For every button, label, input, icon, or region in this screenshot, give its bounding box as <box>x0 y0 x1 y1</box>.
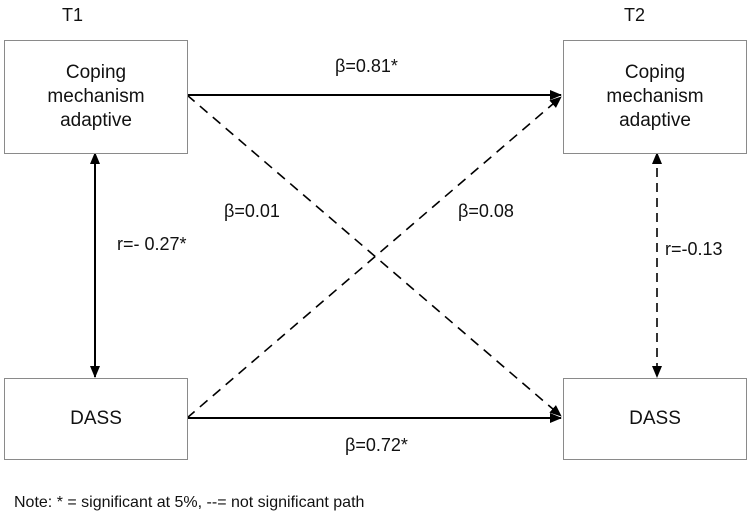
box-t2-dass: DASS <box>563 378 747 460</box>
time-label-t1: T1 <box>62 5 84 25</box>
box-t2-coping: Coping mechanism adaptive <box>563 40 747 154</box>
footnote: Note: * = significant at 5%, --= not sig… <box>14 494 365 511</box>
time-label-t2: T2 <box>624 5 646 25</box>
path-dass-to-coping <box>186 96 562 419</box>
label-t1-correlation: r=- 0.27* <box>117 234 187 254</box>
box-t2-coping-label: Coping mechanism adaptive <box>606 62 704 131</box>
path-coping-to-dass <box>186 94 562 417</box>
box-t1-coping: Coping mechanism adaptive <box>4 40 188 154</box>
box-t2-dass-label: DASS <box>629 408 681 430</box>
label-coping-to-dass: β=0.01 <box>224 201 280 221</box>
label-dass-to-coping: β=0.08 <box>458 201 514 221</box>
box-t1-dass: DASS <box>4 378 188 460</box>
label-dass-to-dass: β=0.72* <box>345 435 408 455</box>
label-t2-correlation: r=-0.13 <box>665 239 723 259</box>
box-t1-dass-label: DASS <box>70 408 122 430</box>
label-coping-to-coping: β=0.81* <box>335 56 398 76</box>
box-t1-coping-label: Coping mechanism adaptive <box>47 62 145 131</box>
